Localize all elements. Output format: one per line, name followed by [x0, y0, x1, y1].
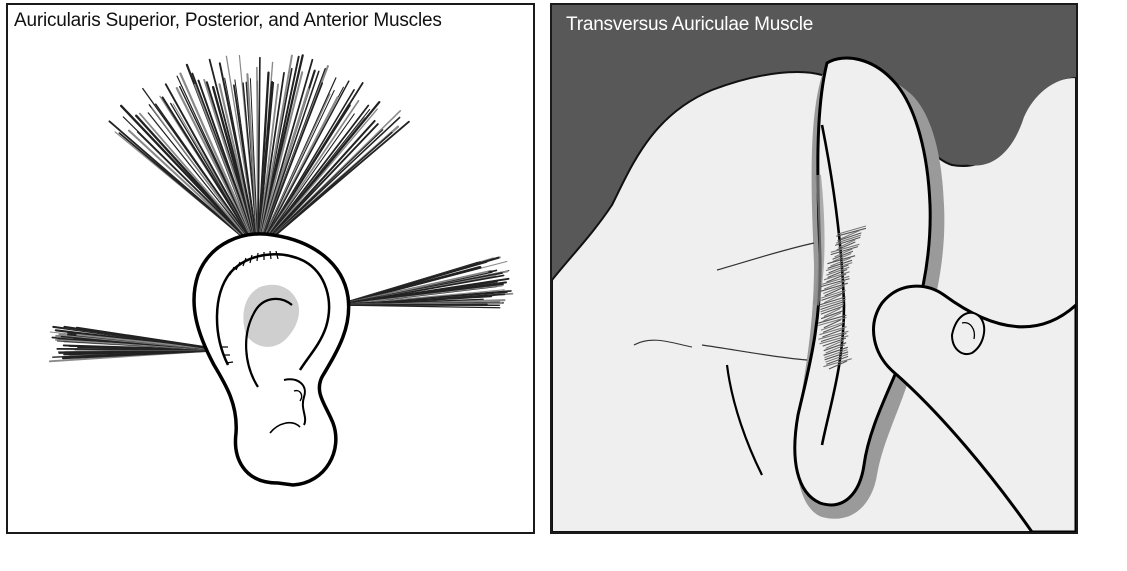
left-illustration-panel: Auricularis Superior, Posterior, and Ant…: [6, 3, 535, 534]
right-illustration-panel: Transversus Auriculae Muscle: [550, 3, 1078, 534]
auricularis-anterior-fibers: [343, 257, 513, 307]
panel-title-transversus: Transversus Auriculae Muscle: [566, 14, 813, 36]
panel-title-auricularis: Auricularis Superior, Posterior, and Ant…: [14, 10, 442, 32]
muscle-fiber: [166, 84, 256, 245]
auricularis-superior-fibers: [109, 55, 409, 246]
ear-left: [194, 234, 349, 485]
auricularis-muscles-illustration: [8, 5, 533, 532]
transversus-auriculae-illustration: [552, 5, 1076, 532]
auricularis-posterior-fibers: [50, 327, 218, 361]
